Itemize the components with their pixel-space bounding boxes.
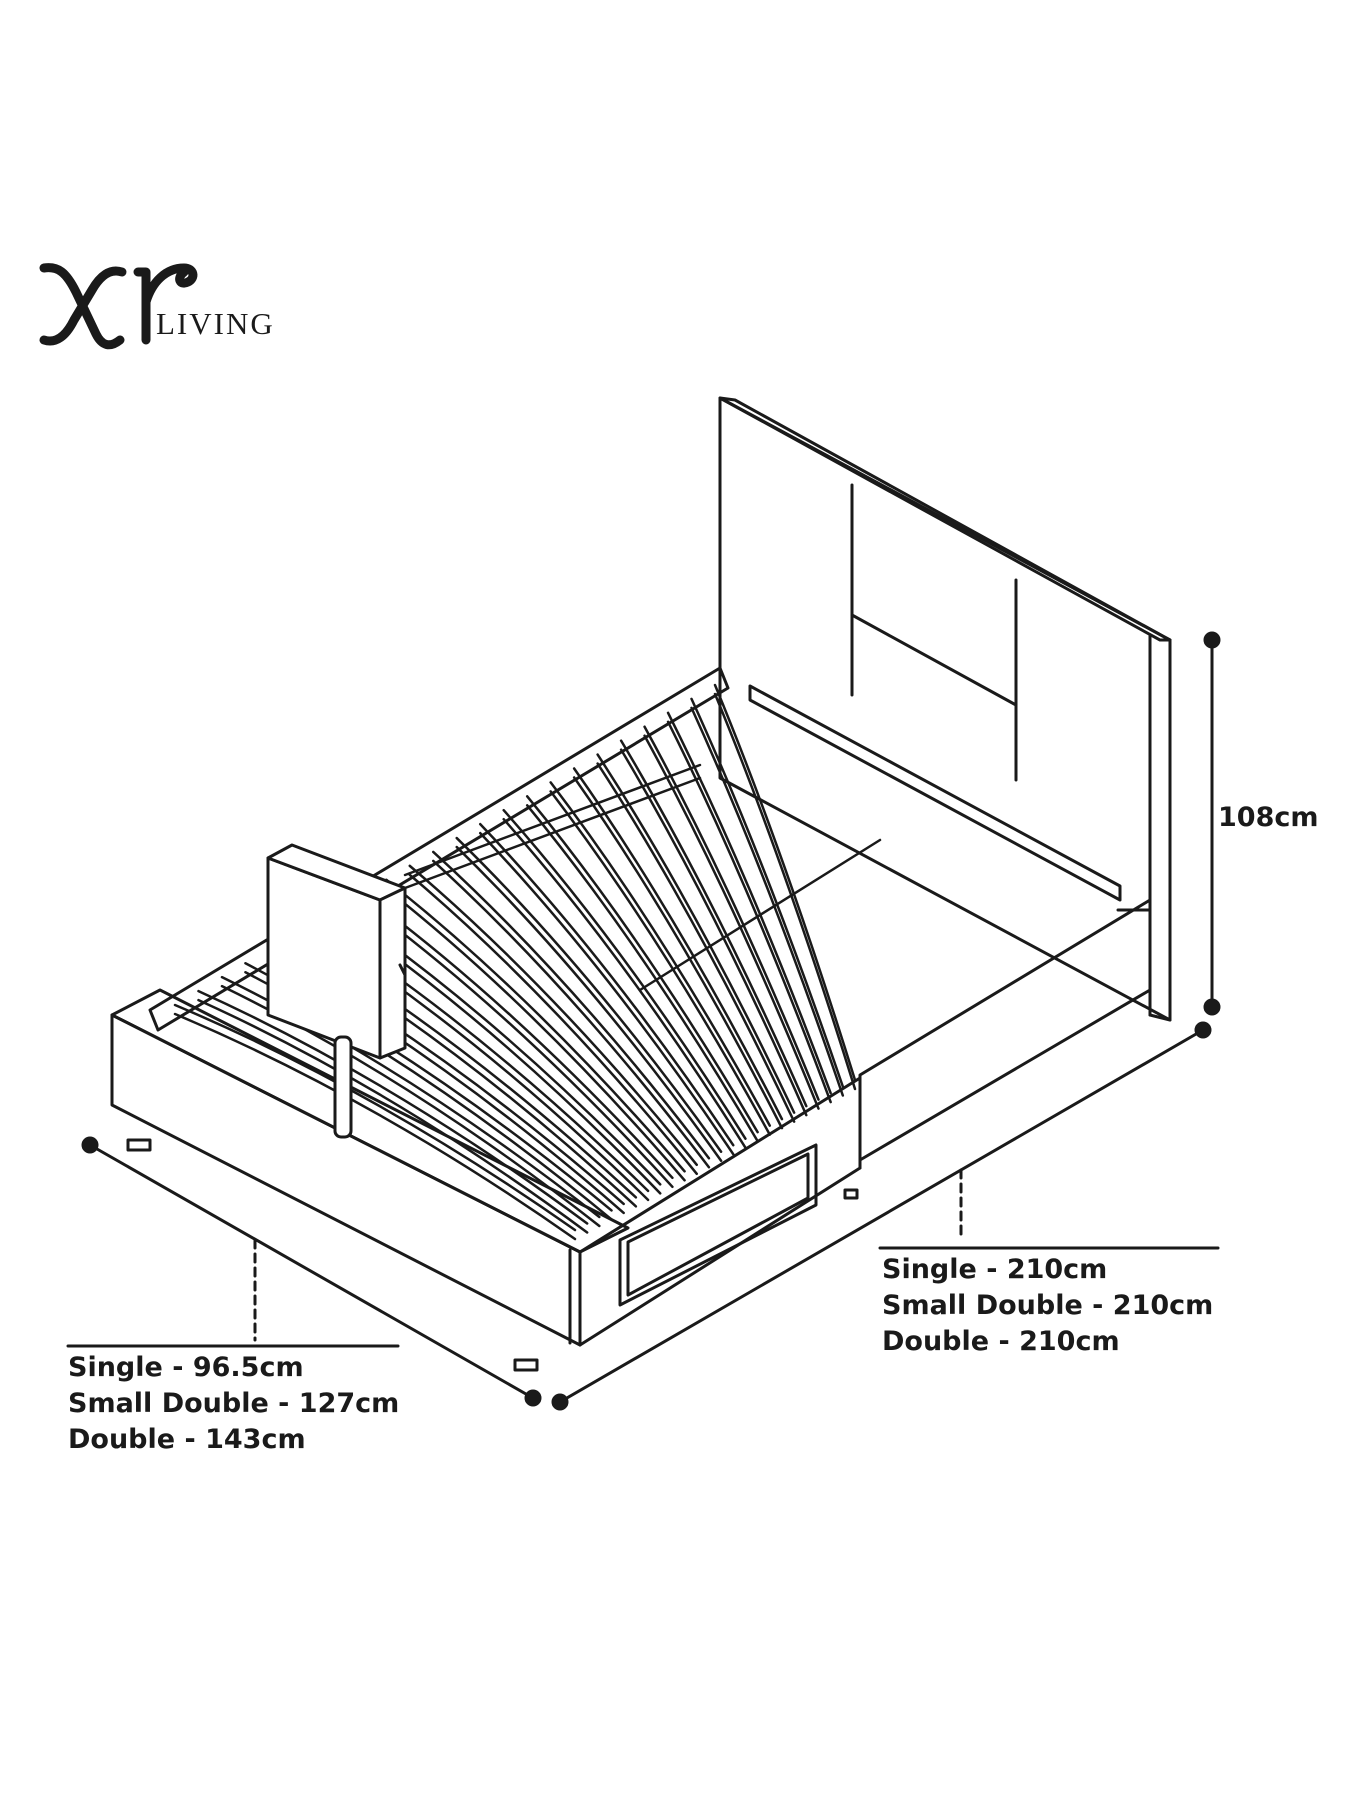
bed-slat [619, 748, 808, 1117]
bed-slat [690, 697, 845, 1088]
bed-slat [549, 790, 772, 1136]
bed-slat [572, 776, 784, 1130]
slat-field [173, 683, 882, 1241]
height-dimension-label: 108cm [1218, 802, 1319, 833]
width-dimension-line [66, 1136, 542, 1407]
bed-slat [596, 762, 796, 1123]
center-rail [403, 763, 882, 992]
width-single: Single - 96.5cm [68, 1352, 304, 1383]
bed-slat [455, 845, 723, 1162]
length-small-double: Small Double - 210cm [882, 1290, 1214, 1321]
bed-slat [455, 836, 723, 1153]
bed-slat [572, 767, 784, 1121]
bed-slat [502, 817, 747, 1149]
far-side-rail [858, 898, 1152, 1162]
length-double: Double - 210cm [882, 1326, 1120, 1357]
bed-slat [643, 725, 820, 1101]
length-single: Single - 210cm [882, 1254, 1108, 1285]
length-dimension-labels: Single - 210cm Small Double - 210cm Doub… [882, 1252, 1213, 1360]
bed-slat [690, 706, 845, 1097]
bed-slat [666, 720, 832, 1104]
bed-slat [408, 873, 698, 1176]
bed-slat [596, 753, 796, 1114]
brand-logo-word: LIVING [156, 306, 275, 341]
bed-slat [432, 859, 711, 1169]
bed-slat [502, 808, 747, 1140]
width-dimension-labels: Single - 96.5cm Small Double - 127cm Dou… [68, 1350, 399, 1458]
bed-slat [525, 804, 759, 1143]
tv-lift-unit [266, 843, 407, 1139]
width-small-double: Small Double - 127cm [68, 1388, 400, 1419]
bed-slat [432, 850, 711, 1160]
bed-slat [385, 887, 686, 1182]
bed-slat [197, 998, 589, 1234]
length-dimension-line [551, 1021, 1220, 1411]
brand-logo-mark [39, 263, 198, 350]
bed-slat [643, 734, 820, 1110]
width-double: Double - 143cm [68, 1424, 306, 1455]
height-dimension-line [1203, 631, 1221, 1016]
bed-slat [713, 683, 857, 1082]
back-side-rail [148, 666, 1122, 1032]
base-frame [110, 988, 862, 1372]
bed-slat [408, 864, 698, 1167]
bed-slat [619, 739, 808, 1108]
bed-slat [197, 989, 589, 1225]
bed-slat [173, 1012, 577, 1241]
bed-slat [173, 1003, 577, 1232]
headboard [718, 396, 1172, 1022]
bed-slat [385, 878, 686, 1173]
bed-slat [525, 795, 759, 1134]
bed-slat [478, 831, 735, 1156]
bed-slat [478, 822, 735, 1147]
bed-slat [666, 711, 832, 1095]
bed-slat [713, 692, 857, 1091]
